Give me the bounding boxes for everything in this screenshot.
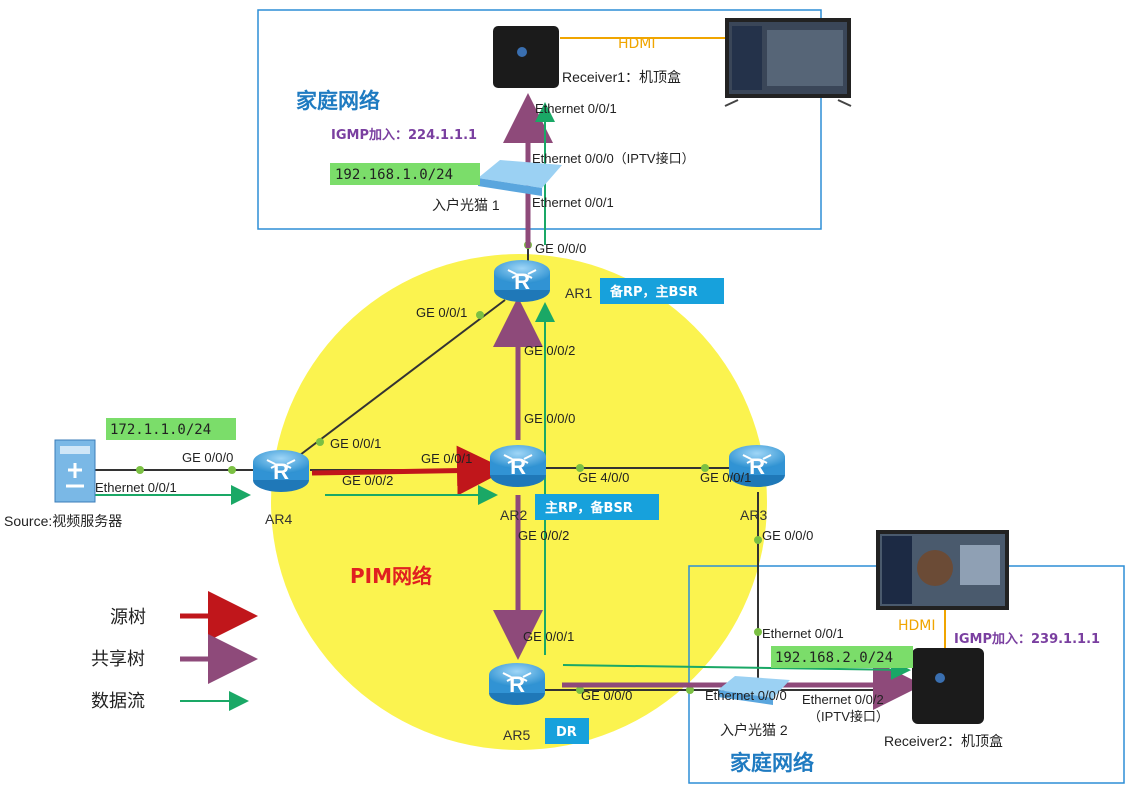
tv-1-icon bbox=[724, 18, 852, 107]
ar1-role-tag: 备RP，主BSR bbox=[609, 284, 698, 300]
ar4-name: AR4 bbox=[265, 511, 292, 527]
port-modem1-eth001: Ethernet 0/0/1 bbox=[532, 195, 614, 210]
set-top-box-1-icon bbox=[493, 26, 559, 88]
router-ar2 bbox=[489, 444, 547, 488]
hdmi-top-label: HDMI bbox=[618, 36, 656, 52]
port-ar1-ge001: GE 0/0/1 bbox=[416, 305, 467, 320]
link-dots bbox=[136, 124, 762, 694]
port-ar3-ge000: GE 0/0/0 bbox=[762, 528, 813, 543]
optical-modem-2-icon bbox=[718, 676, 790, 705]
ar1-name: AR1 bbox=[565, 285, 592, 301]
modem2-label: 入户光猫 2 bbox=[720, 722, 788, 738]
ar2-role-tag: 主RP，备BSR bbox=[545, 500, 633, 516]
port-source-eth001: Ethernet 0/0/1 bbox=[95, 480, 177, 495]
port-ar4-ge000: GE 0/0/0 bbox=[182, 450, 233, 465]
port-modem2-eth001: Ethernet 0/0/1 bbox=[762, 626, 844, 641]
port-ar5-ge001: GE 0/0/1 bbox=[523, 629, 574, 644]
server-icon bbox=[54, 439, 96, 503]
set-top-box-2-icon bbox=[912, 648, 984, 724]
subnet-top: 192.168.1.0/24 bbox=[335, 167, 453, 183]
igmp-join-bottom: IGMP加入：239.1.1.1 bbox=[954, 632, 1100, 647]
igmp-join-top: IGMP加入：224.1.1.1 bbox=[331, 128, 477, 143]
port-ar2-ge001: GE 0/0/1 bbox=[421, 451, 472, 466]
ar3-name: AR3 bbox=[740, 507, 767, 523]
port-ar4-ge002: GE 0/0/2 bbox=[342, 473, 393, 488]
home-network-top-box bbox=[257, 9, 822, 230]
ar2-name: AR2 bbox=[500, 507, 527, 523]
port-r2-eth002: Ethernet 0/0/2 bbox=[802, 692, 884, 707]
optical-modem-1-icon bbox=[478, 160, 562, 196]
port-ar2-ge002: GE 0/0/2 bbox=[518, 528, 569, 543]
modem1-label: 入户光猫 1 bbox=[432, 197, 500, 213]
legend-source-tree: 源树 bbox=[110, 607, 146, 628]
port-ar1-ge000: GE 0/0/0 bbox=[535, 241, 586, 256]
legend-shared-tree: 共享树 bbox=[91, 649, 145, 670]
port-ar3-ge001: GE 0/0/1 bbox=[700, 470, 751, 485]
tv-2-icon bbox=[876, 530, 1009, 610]
legend-data-flow: 数据流 bbox=[91, 691, 145, 712]
subnet-bottom: 192.168.2.0/24 bbox=[775, 650, 893, 666]
port-modem2-eth000: Ethernet 0/0/0 bbox=[705, 688, 787, 703]
ar5-role-tag: DR bbox=[556, 725, 577, 740]
port-ar4-ge001: GE 0/0/1 bbox=[330, 436, 381, 451]
source-label: Source:视频服务器 bbox=[4, 513, 122, 529]
home-network-bottom-title: 家庭网络 bbox=[730, 751, 814, 775]
pim-network-title: PIM网络 bbox=[350, 564, 432, 588]
home-network-top-title: 家庭网络 bbox=[296, 89, 380, 113]
port-ar5-ge000: GE 0/0/0 bbox=[581, 688, 632, 703]
port-r1-eth001: Ethernet 0/0/1 bbox=[535, 101, 617, 116]
port-ar2-ge000: GE 0/0/0 bbox=[524, 411, 575, 426]
port-ar1-ge002: GE 0/0/2 bbox=[524, 343, 575, 358]
router-ar5 bbox=[488, 662, 546, 706]
port-r2-iptv: （IPTV接口） bbox=[808, 709, 889, 724]
source-tree-arrow bbox=[311, 445, 507, 496]
receiver2-label: Receiver2：机顶盒 bbox=[884, 733, 1003, 749]
port-ar2-ge400: GE 4/0/0 bbox=[578, 470, 629, 485]
hdmi-bottom-label: HDMI bbox=[898, 618, 936, 634]
ar5-name: AR5 bbox=[503, 727, 530, 743]
port-r1-eth000: Ethernet 0/0/0（IPTV接口） bbox=[532, 151, 695, 166]
data-flow-arrows bbox=[95, 102, 911, 680]
subnet-source: 172.1.1.0/24 bbox=[110, 422, 211, 438]
receiver1-label: Receiver1：机顶盒 bbox=[562, 69, 681, 85]
router-ar4 bbox=[252, 449, 310, 493]
router-ar1 bbox=[493, 259, 551, 303]
